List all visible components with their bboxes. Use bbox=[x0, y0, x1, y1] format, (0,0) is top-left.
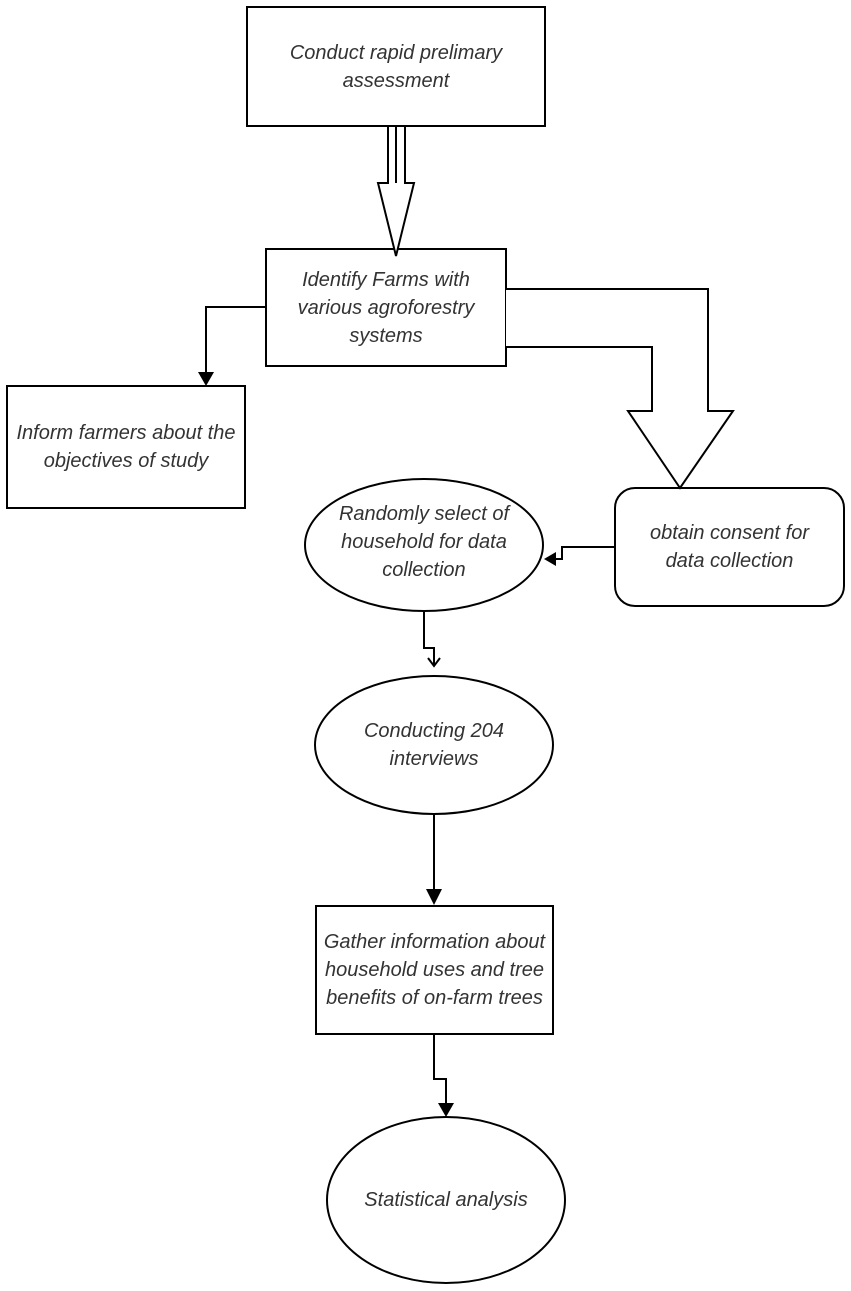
block-arrow-identify-to-consent bbox=[506, 288, 735, 490]
assess-box bbox=[246, 6, 546, 127]
assess-label: Conduct rapid prelimary assessment bbox=[289, 41, 503, 92]
interviews-label: Conducting 204 interviews bbox=[363, 720, 505, 770]
arrowhead-randomly bbox=[544, 552, 556, 566]
identify-box bbox=[265, 248, 507, 367]
connector-randomly-to-interviews bbox=[423, 611, 435, 666]
block-arrow-assess-to-identify bbox=[376, 125, 416, 257]
identify-label: Identify Farms with various agroforestry… bbox=[297, 268, 475, 347]
arrowhead-gather bbox=[426, 889, 442, 905]
stats-label: Statistical analysis bbox=[364, 1189, 528, 1211]
inform-label: Inform farmers about the objectives of s… bbox=[16, 422, 236, 472]
connector-gather-to-stats bbox=[433, 1034, 447, 1105]
gather-label: Gather information about household uses … bbox=[323, 931, 546, 1009]
randomly-label: Randomly select of household for data co… bbox=[338, 502, 510, 581]
consent-label: obtain consent for data collection bbox=[650, 522, 809, 572]
arrowhead-stats bbox=[438, 1103, 454, 1117]
connector-consent-to-randomly bbox=[554, 546, 615, 560]
connector-identify-to-inform bbox=[205, 306, 266, 376]
arrowhead-inform bbox=[198, 372, 214, 386]
inform-box bbox=[6, 385, 246, 509]
arrowhead-interviews bbox=[427, 657, 441, 668]
